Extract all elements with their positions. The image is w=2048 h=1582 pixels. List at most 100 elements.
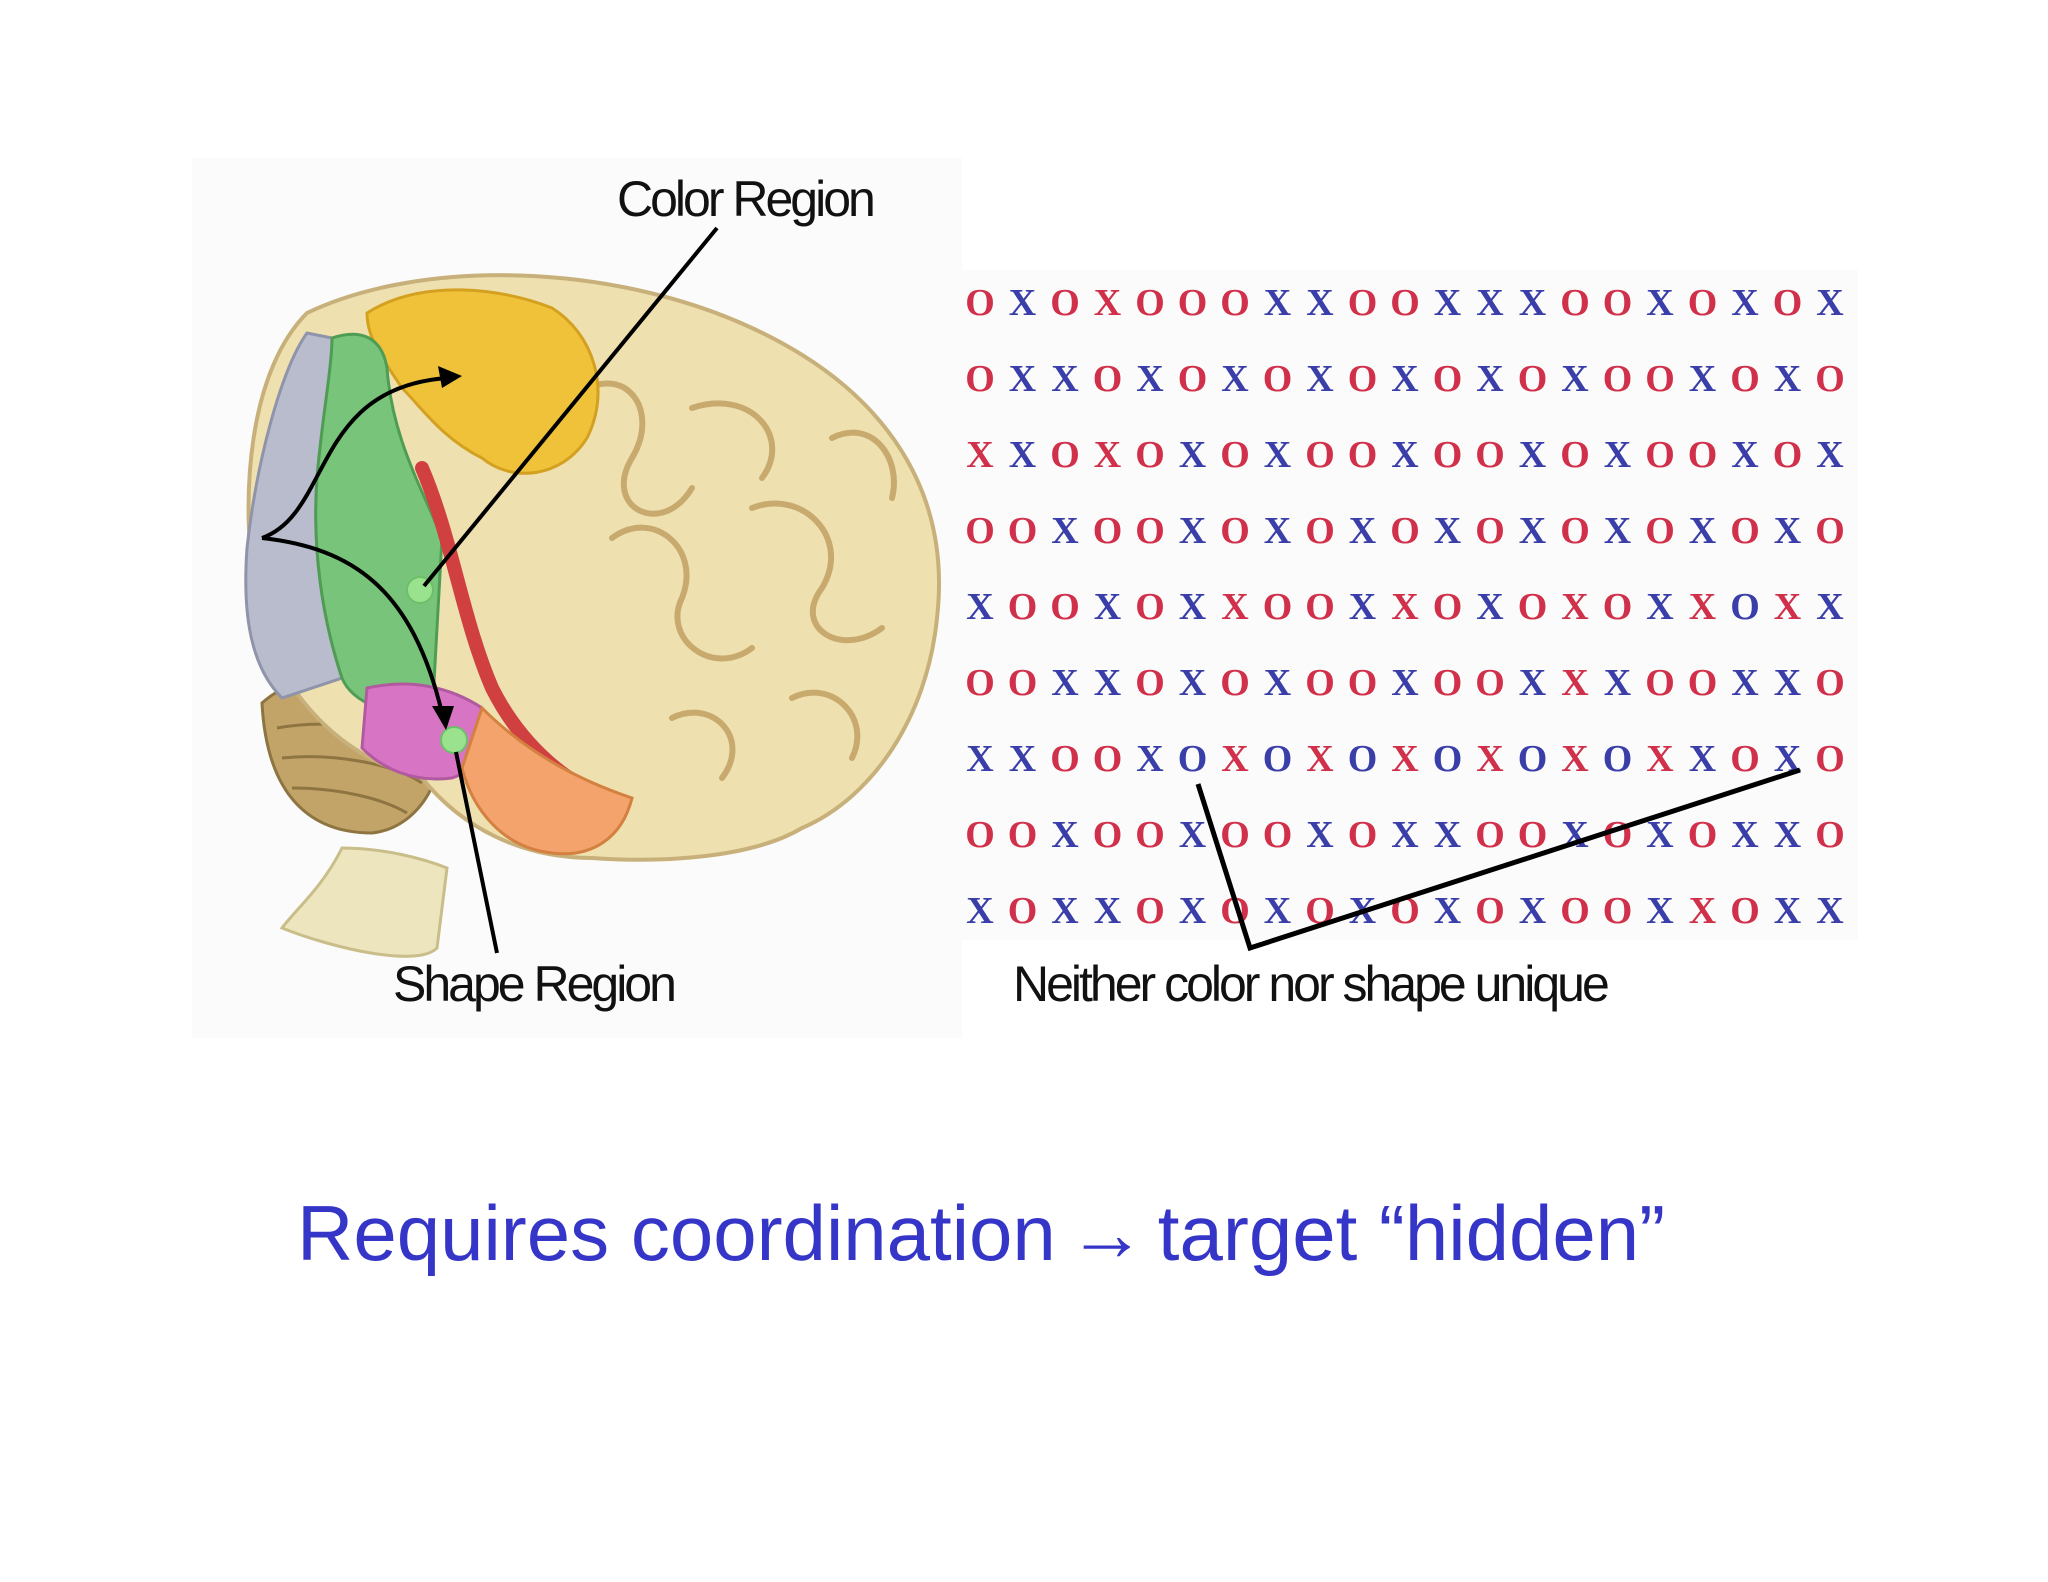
grid-letter: O bbox=[1645, 358, 1675, 400]
grid-letter: X bbox=[1476, 358, 1503, 400]
grid-letter: X bbox=[1774, 662, 1801, 704]
arrow-icon: → bbox=[1067, 1189, 1146, 1277]
grid-letter: X bbox=[1391, 358, 1418, 400]
grid-letter: X bbox=[1774, 586, 1801, 628]
grid-letter: X bbox=[1774, 814, 1801, 856]
grid-caption: Neither color nor shape unique bbox=[1013, 956, 1610, 1012]
grid-letter: O bbox=[1603, 358, 1633, 400]
grid-letter: O bbox=[1560, 890, 1590, 932]
grid-letter: O bbox=[1815, 814, 1845, 856]
grid-letter: X bbox=[1094, 282, 1121, 324]
grid-letter: X bbox=[1519, 282, 1546, 324]
grid-letter: O bbox=[965, 662, 995, 704]
grid-letter: O bbox=[1433, 738, 1463, 780]
grid-letter: X bbox=[1094, 890, 1121, 932]
grid-letter: O bbox=[1135, 814, 1165, 856]
grid-letter: X bbox=[1349, 890, 1376, 932]
grid-letter: O bbox=[1645, 662, 1675, 704]
grid-letter: O bbox=[1475, 890, 1505, 932]
grid-letter: O bbox=[1390, 890, 1420, 932]
brain-figure bbox=[192, 158, 962, 1038]
grid-letter: X bbox=[1604, 662, 1631, 704]
grid-letter: O bbox=[1475, 814, 1505, 856]
brain-illustration bbox=[244, 226, 941, 958]
grid-letter: X bbox=[1646, 814, 1673, 856]
color-region-label: Color Region bbox=[617, 171, 876, 227]
grid-letter: X bbox=[1221, 358, 1248, 400]
grid-letter: O bbox=[1730, 586, 1760, 628]
grid-letter: O bbox=[1815, 662, 1845, 704]
grid-letter: X bbox=[1519, 662, 1546, 704]
grid-letter: X bbox=[1349, 586, 1376, 628]
grid-letter: X bbox=[1349, 510, 1376, 552]
grid-letter: O bbox=[1518, 814, 1548, 856]
grid-letter: O bbox=[1008, 890, 1038, 932]
grid-letter: X bbox=[1476, 282, 1503, 324]
grid-letter: O bbox=[1773, 282, 1803, 324]
grid-letter: X bbox=[1179, 586, 1206, 628]
grid-letter: X bbox=[1774, 738, 1801, 780]
grid-letter: X bbox=[1051, 358, 1078, 400]
headline-before: Requires coordination bbox=[297, 1189, 1056, 1277]
grid-letter: X bbox=[966, 738, 993, 780]
grid-letter: O bbox=[1603, 814, 1633, 856]
pathway-arrow-upper bbox=[261, 376, 448, 540]
grid-letter: O bbox=[1093, 738, 1123, 780]
grid-letter: X bbox=[1646, 738, 1673, 780]
grid-letter: X bbox=[1306, 282, 1333, 324]
grid-letter: X bbox=[1646, 890, 1673, 932]
grid-letter: X bbox=[1009, 738, 1036, 780]
grid-letter: X bbox=[1434, 890, 1461, 932]
grid-letter: X bbox=[1604, 434, 1631, 476]
grid-letter: O bbox=[1815, 358, 1845, 400]
grid-letter: O bbox=[1348, 814, 1378, 856]
grid-letter: X bbox=[1009, 358, 1036, 400]
grid-letter: X bbox=[1731, 662, 1758, 704]
grid-letter: X bbox=[1391, 814, 1418, 856]
grid-letter: X bbox=[1306, 738, 1333, 780]
grid-letter: O bbox=[965, 358, 995, 400]
grid-letter: X bbox=[1434, 282, 1461, 324]
grid-letter: O bbox=[1263, 586, 1293, 628]
grid-letter: O bbox=[1518, 358, 1548, 400]
grid-letter: X bbox=[1774, 510, 1801, 552]
grid-letter: X bbox=[1816, 890, 1843, 932]
grid-letter: O bbox=[1050, 434, 1080, 476]
grid-letter: X bbox=[1816, 434, 1843, 476]
grid-letter: X bbox=[1221, 586, 1248, 628]
grid-letter: X bbox=[1179, 814, 1206, 856]
grid-letter: O bbox=[1433, 586, 1463, 628]
grid-letter: X bbox=[1561, 814, 1588, 856]
grid-letter: O bbox=[1263, 358, 1293, 400]
grid-letter: O bbox=[1305, 586, 1335, 628]
grid-letter: X bbox=[1434, 814, 1461, 856]
grid-letter: O bbox=[1220, 510, 1250, 552]
grid-letter: O bbox=[1135, 510, 1165, 552]
grid-letter: O bbox=[1178, 738, 1208, 780]
grid-letter: X bbox=[1476, 738, 1503, 780]
grid-letter: X bbox=[966, 586, 993, 628]
grid-letter: X bbox=[1179, 434, 1206, 476]
grid-letter: X bbox=[1264, 510, 1291, 552]
shape-region-dot bbox=[440, 726, 468, 754]
grid-letter: X bbox=[1179, 890, 1206, 932]
grid-letter: O bbox=[1050, 586, 1080, 628]
grid-letter: O bbox=[1390, 510, 1420, 552]
grid-letter: O bbox=[1178, 358, 1208, 400]
grid-letter: X bbox=[1221, 738, 1248, 780]
grid-letter: O bbox=[1433, 662, 1463, 704]
grid-letter: O bbox=[1050, 738, 1080, 780]
grid-letter: O bbox=[1390, 282, 1420, 324]
grid-letter: O bbox=[1135, 586, 1165, 628]
grid-letter: O bbox=[1475, 662, 1505, 704]
brainstem bbox=[279, 846, 449, 958]
grid-letter: O bbox=[1603, 890, 1633, 932]
grid-letter: O bbox=[1688, 434, 1718, 476]
grid-letter: O bbox=[1688, 814, 1718, 856]
grid-letter: O bbox=[1093, 814, 1123, 856]
grid-letter: O bbox=[1135, 434, 1165, 476]
grid-letter: X bbox=[1051, 662, 1078, 704]
grid-letter: O bbox=[1688, 662, 1718, 704]
